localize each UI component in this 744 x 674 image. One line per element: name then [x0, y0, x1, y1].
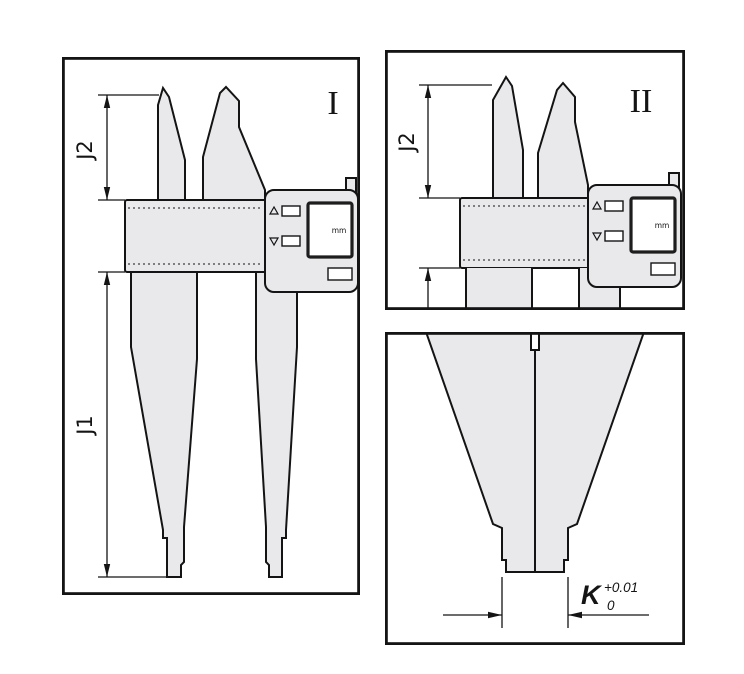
triangle-up-icon [268, 205, 280, 215]
j2-arrow-down [424, 185, 432, 198]
panel-I-border [62, 57, 360, 595]
lower-jaw-right [255, 271, 298, 578]
lower-jaw-left [130, 271, 198, 578]
j2-label: J2 [73, 140, 97, 162]
jaw-tip-left [424, 332, 536, 573]
triangle-up-icon [591, 200, 603, 210]
k-tolerance-lower: 0 [607, 598, 615, 613]
digital-display-unit: mm [264, 177, 359, 293]
display-button-bottom [650, 262, 676, 276]
dimension-k: K +0.01 0 [443, 577, 649, 628]
jaw-tip-right [534, 332, 646, 573]
panel-caliper-I: mm J2 J1 I [62, 57, 360, 595]
lcd-screen [306, 201, 354, 259]
j2-arrow-down [103, 187, 111, 200]
panel-jaw-tip-detail: K +0.01 0 [385, 332, 685, 645]
triangle-down-icon [591, 232, 603, 242]
lcd-screen [629, 196, 677, 254]
dimension-j2: J2 [395, 84, 492, 199]
j1-arrow-up [103, 272, 111, 285]
lcd-unit-text: mm [332, 226, 347, 235]
lower-dim-arrow-up [424, 268, 432, 281]
j2-arrow-up [103, 95, 111, 108]
display-button-lower [604, 230, 624, 242]
panel-I-numeral: I [327, 85, 338, 122]
upper-jaw-left [492, 75, 524, 199]
j2-label: J2 [395, 132, 419, 154]
j1-arrow-down [103, 564, 111, 577]
digital-display-unit: mm [587, 172, 682, 288]
lower-jaw-left-cropped [466, 268, 532, 309]
dimension-j2: J2 [73, 94, 159, 201]
k-tolerance-upper: +0.01 [604, 580, 638, 595]
j2-arrow-up [424, 85, 432, 98]
panel-III-border [385, 332, 685, 645]
k-arrow-right [488, 611, 502, 619]
upper-jaw-left [157, 85, 186, 201]
display-button-bottom [327, 267, 353, 281]
display-button-upper [604, 200, 624, 212]
display-button-lower [281, 235, 301, 247]
triangle-down-icon [268, 237, 280, 247]
panel-caliper-II: mm J2 II [385, 50, 685, 310]
upper-jaw-right [202, 85, 266, 201]
lcd-unit-text: mm [655, 221, 670, 230]
k-arrow-left [568, 611, 582, 619]
panel-II-border [385, 50, 685, 310]
panel-II-numeral: II [630, 83, 653, 120]
j1-label: J1 [73, 415, 97, 437]
k-label: K [581, 580, 603, 610]
display-button-upper [281, 205, 301, 217]
dimension-j1: J1 [73, 271, 166, 578]
upper-jaw-right [537, 81, 589, 199]
dimension-lower-cropped [419, 267, 460, 308]
